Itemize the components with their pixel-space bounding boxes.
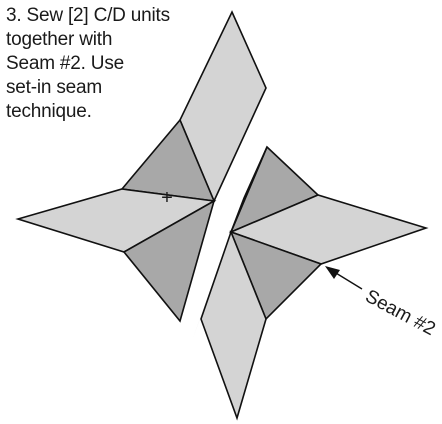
- instruction-line-2: together with: [6, 29, 113, 50]
- plus-marker: +: [161, 187, 173, 209]
- seam-arrow-head: [325, 266, 340, 279]
- triangle-left-dark: [122, 199, 216, 323]
- instruction-line-3: Seam #2. Use: [6, 53, 124, 74]
- instruction-line-5: technique.: [6, 101, 92, 122]
- seam-label: Seam #2: [362, 286, 439, 340]
- diamond-bottom: [200, 229, 267, 421]
- instruction-line-4: set-in seam: [6, 77, 103, 98]
- instruction-text: 3. Sew [2] C/D units together with Seam …: [6, 4, 176, 124]
- diamond-right-sliver: [230, 146, 268, 233]
- instruction-line-1: 3. Sew [2] C/D units: [6, 5, 170, 26]
